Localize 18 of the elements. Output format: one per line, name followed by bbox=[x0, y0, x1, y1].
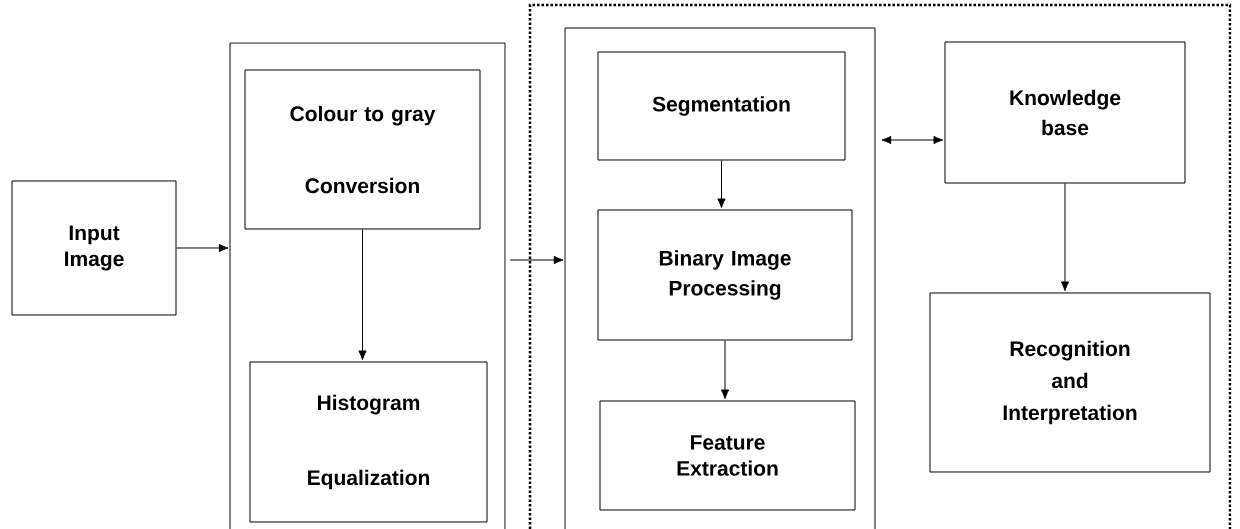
arrow bbox=[176, 243, 229, 253]
process-box: Histogram Equalization bbox=[249, 361, 488, 523]
process-box: Binary Image Processing bbox=[597, 209, 853, 341]
process-box: Segmentation bbox=[597, 51, 846, 161]
process-box: Feature Extraction bbox=[599, 400, 856, 511]
arrow bbox=[358, 229, 367, 361]
dotted-region bbox=[528, 3, 1232, 529]
process-box: Recognition and Interpretation bbox=[929, 292, 1211, 473]
arrow bbox=[509, 255, 564, 265]
process-box: Colour to gray Conversion bbox=[244, 69, 481, 230]
process-box: Input Image bbox=[11, 180, 177, 316]
arrow bbox=[720, 340, 730, 400]
process-box: Knowledge base bbox=[944, 41, 1186, 184]
arrow bbox=[881, 135, 944, 145]
group-box bbox=[229, 42, 506, 529]
arrow bbox=[717, 160, 726, 209]
arrow bbox=[1060, 183, 1070, 292]
group-box bbox=[564, 27, 876, 529]
